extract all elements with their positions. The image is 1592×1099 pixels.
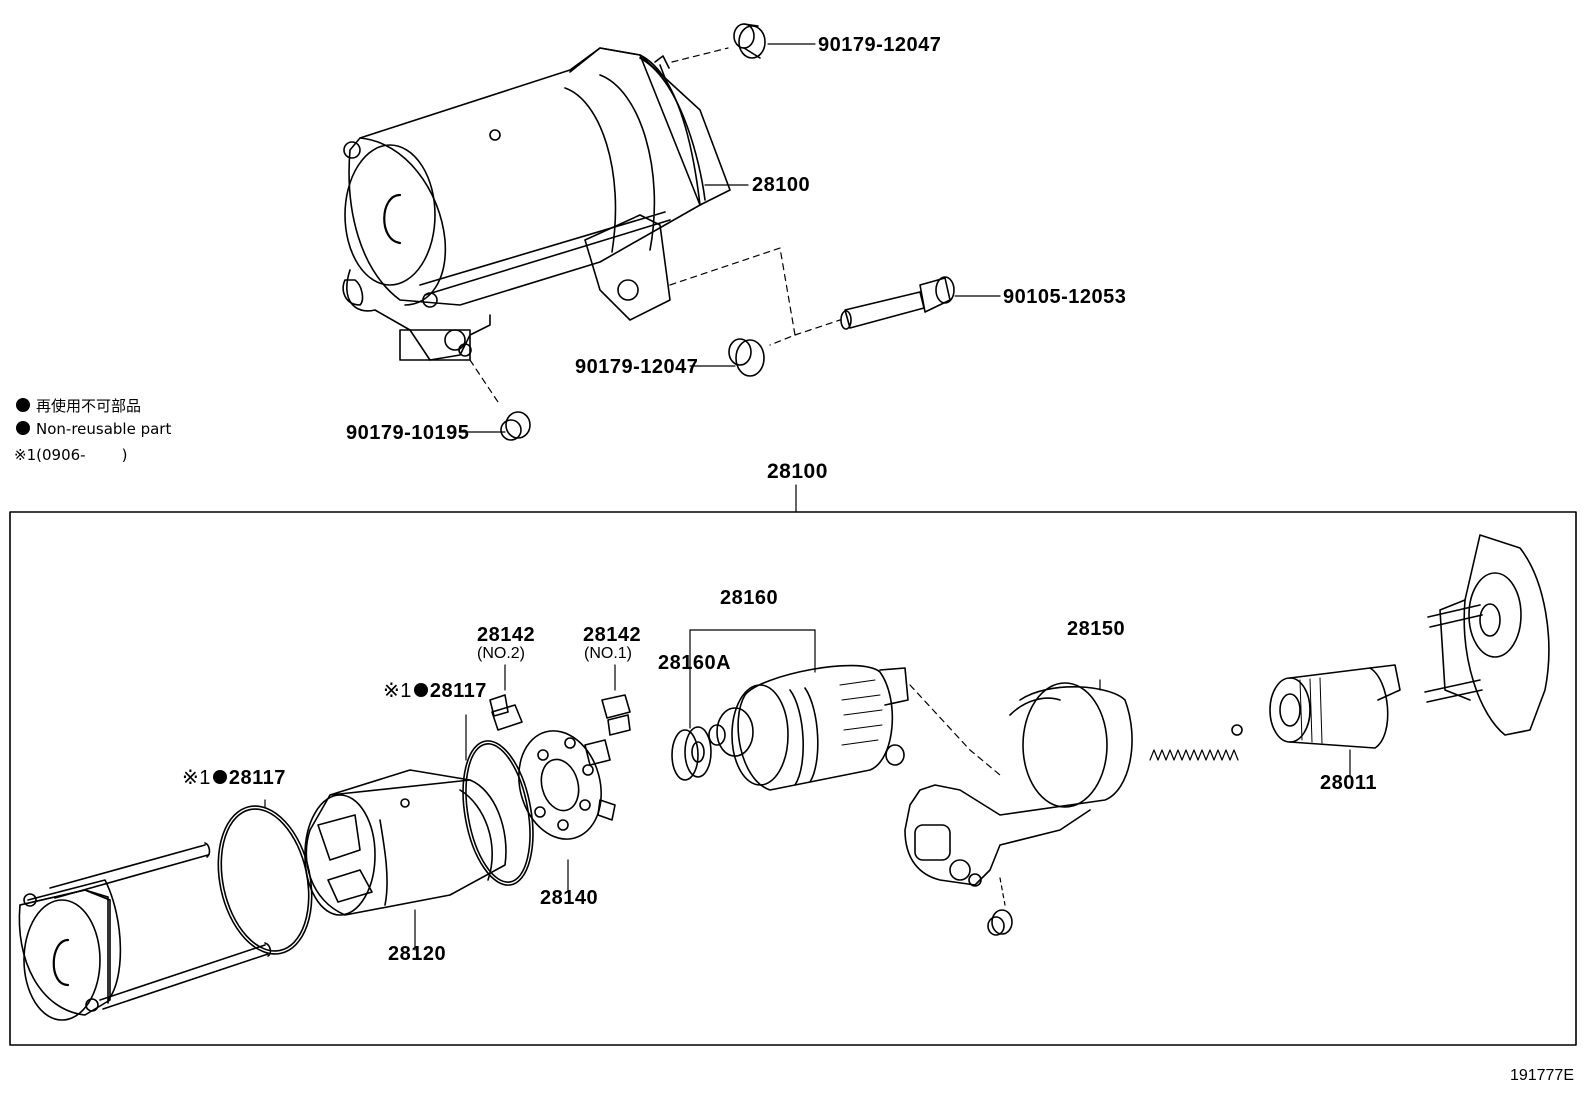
o-ring-left bbox=[205, 797, 324, 962]
label-28100-assy[interactable]: 28100 bbox=[752, 174, 811, 196]
non-reusable-dot-icon bbox=[413, 683, 428, 697]
spring bbox=[1150, 750, 1238, 760]
label-90105-12053[interactable]: 90105-12053 bbox=[1003, 286, 1127, 308]
brush-no2 bbox=[490, 695, 522, 730]
illustration-code: 191777E bbox=[1509, 1067, 1574, 1084]
label-28142-no2[interactable]: 28142 bbox=[477, 624, 536, 646]
label-28140[interactable]: 28140 bbox=[540, 887, 599, 909]
drive-housing bbox=[1425, 535, 1549, 735]
non-reusable-dot-icon bbox=[16, 421, 30, 435]
legend-note: ※1(0906-) bbox=[14, 446, 127, 464]
yoke bbox=[305, 770, 506, 915]
label-28142-no1[interactable]: 28142 bbox=[583, 624, 642, 646]
label-90179-12047-top[interactable]: 90179-12047 bbox=[818, 34, 942, 56]
label-28120[interactable]: 28120 bbox=[388, 943, 447, 965]
steel-ball bbox=[1232, 725, 1242, 735]
label-28117-right[interactable]: ※1 28117 bbox=[383, 678, 487, 703]
legend-non-reusable-en: Non-reusable part bbox=[16, 420, 171, 438]
label-28160[interactable]: 28160 bbox=[720, 587, 779, 609]
label-28011[interactable]: 28011 bbox=[1320, 772, 1378, 794]
starter-clutch bbox=[1270, 665, 1400, 748]
legend-en-text: Non-reusable part bbox=[36, 420, 172, 438]
label-no2: (NO.2) bbox=[477, 645, 525, 662]
label-28117-left[interactable]: ※1 28117 bbox=[182, 765, 286, 790]
nut-mid bbox=[729, 339, 764, 376]
nut-terminal bbox=[501, 412, 530, 440]
non-reusable-dot-icon bbox=[212, 770, 227, 784]
top-leaders bbox=[460, 44, 1000, 432]
note-mark: ※1 bbox=[182, 767, 211, 789]
switch-nut bbox=[988, 910, 1012, 935]
box-leaders bbox=[265, 630, 1350, 950]
label-90179-12047-mid[interactable]: 90179-12047 bbox=[575, 356, 699, 378]
brush-no1 bbox=[602, 695, 630, 735]
part-number: 28117 bbox=[429, 680, 487, 702]
legend-jp-text: 再使用不可部品 bbox=[36, 397, 142, 415]
starter-assembly-drawing bbox=[343, 48, 730, 360]
label-90179-10195[interactable]: 90179-10195 bbox=[346, 422, 470, 444]
non-reusable-dot-icon bbox=[16, 398, 30, 412]
note-mark: ※1 bbox=[383, 680, 412, 702]
note-range: (0906- bbox=[36, 446, 86, 464]
brush-holder bbox=[507, 722, 615, 849]
magnetic-switch bbox=[905, 683, 1132, 886]
label-no1: (NO.1) bbox=[584, 645, 632, 662]
box-title[interactable]: 28100 bbox=[767, 460, 828, 483]
exploded-view-frame bbox=[10, 512, 1576, 1045]
label-28150[interactable]: 28150 bbox=[1067, 618, 1126, 640]
armature-cap bbox=[886, 745, 904, 765]
end-frame bbox=[19, 843, 270, 1020]
nut-top bbox=[734, 24, 765, 58]
note-close: ) bbox=[121, 446, 128, 464]
legend-non-reusable-jp: 再使用不可部品 bbox=[16, 395, 141, 416]
armature bbox=[709, 666, 908, 790]
bolt bbox=[841, 277, 954, 329]
note-mark: ※1 bbox=[14, 446, 37, 464]
o-ring-right bbox=[453, 735, 543, 890]
part-number: 28117 bbox=[228, 767, 286, 789]
bearing bbox=[672, 727, 711, 780]
label-28160A[interactable]: 28160A bbox=[658, 652, 732, 674]
